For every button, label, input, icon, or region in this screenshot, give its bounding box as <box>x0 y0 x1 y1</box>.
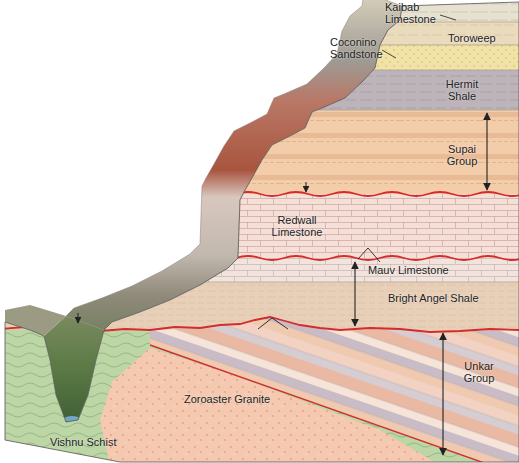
toroweep-layer <box>0 22 519 45</box>
unconformity-line <box>236 192 519 196</box>
layer-label: Redwall Limestone <box>266 214 328 238</box>
layer-label: Unkar Group <box>458 360 500 384</box>
leader-line <box>382 50 396 58</box>
supai-layer <box>0 110 519 194</box>
thickness-arrow <box>442 333 443 455</box>
layer-boundary <box>0 22 519 282</box>
layer-label: Zoroaster Granite <box>184 393 304 405</box>
pointer-arrow <box>78 313 79 323</box>
unkar-wedge <box>150 317 519 463</box>
mauv-layer <box>0 258 519 282</box>
thickness-arrow <box>486 113 487 190</box>
layer-label: Coconino Sandstone <box>330 36 390 60</box>
hermit-layer <box>0 70 519 110</box>
coconino-layer <box>0 45 519 70</box>
block-outline <box>5 2 519 462</box>
layer-label: Toroweep <box>448 32 512 44</box>
layer-label: Supai Group <box>440 143 484 167</box>
layer-label: Kaibab Limestone <box>385 1 443 25</box>
layer-label: Vishnu Schist <box>50 436 150 448</box>
kaibab-layer <box>0 0 519 22</box>
unkar-base-line <box>150 345 490 463</box>
thickness-arrow <box>354 262 355 326</box>
layer-label: Mauv Limestone <box>368 264 478 276</box>
leader-line <box>258 318 288 329</box>
leader-line <box>440 15 456 20</box>
leader-line <box>358 248 380 262</box>
bright-angel-layer <box>0 282 519 331</box>
redwall-layer <box>0 194 519 258</box>
layer-label: Bright Angel Shale <box>388 292 508 304</box>
layer-label: Hermit Shale <box>440 78 484 102</box>
pointer-arrow <box>306 182 307 192</box>
